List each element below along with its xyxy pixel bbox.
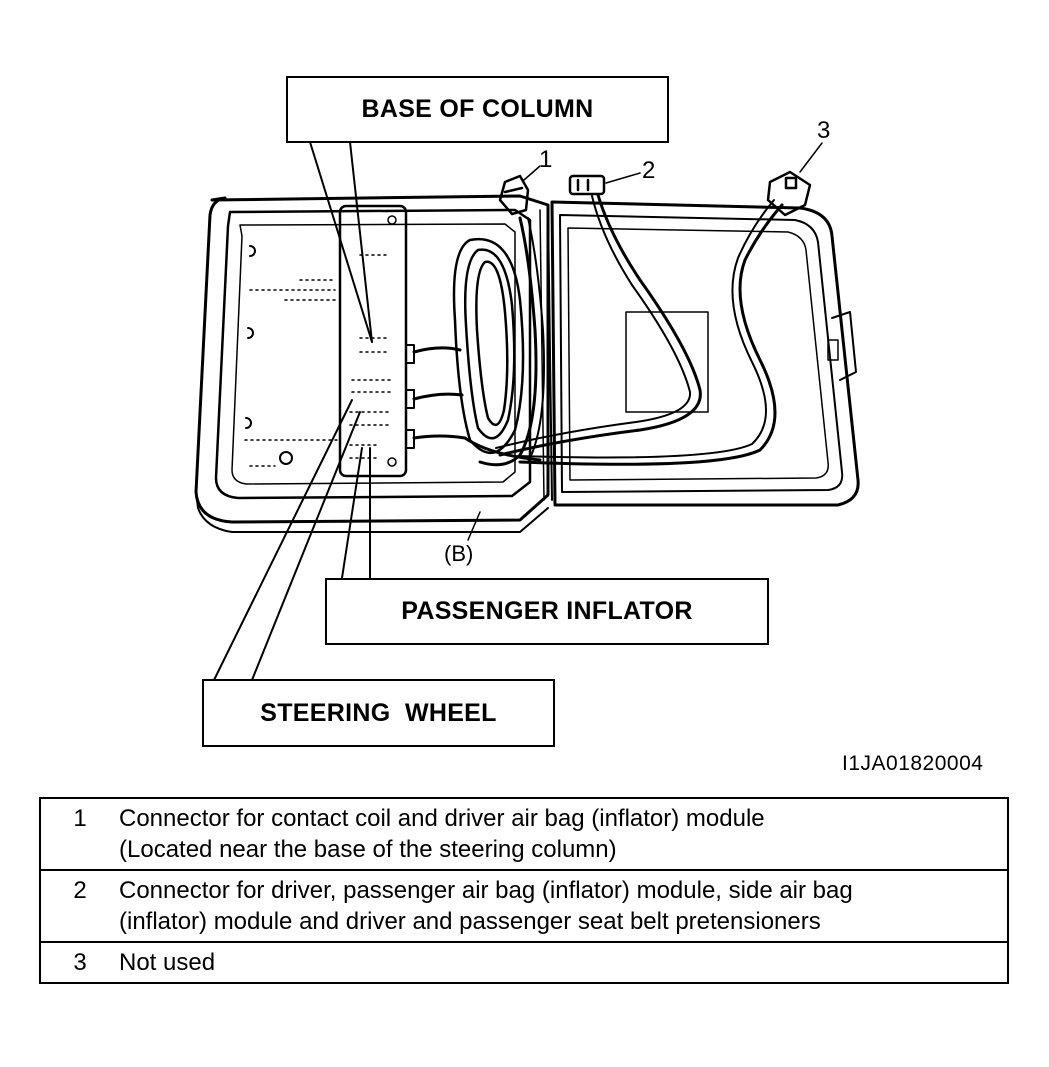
case-latch	[831, 311, 857, 381]
legend-row-3-number: 3	[40, 941, 119, 983]
legend-row-1-number: 1	[73, 805, 87, 832]
leader-base-of-column-b	[349, 141, 373, 343]
legend-row-3: 3 Not used	[40, 941, 1008, 983]
legend-row-2-number: 2	[40, 869, 119, 942]
cable-coil	[452, 237, 525, 455]
legend-table: 1 Connector for contact coil and driver …	[39, 797, 1009, 984]
case-right-half	[550, 200, 860, 507]
legend-row-1-line-2: (Located near the base of the steering c…	[119, 836, 617, 863]
leader-steering-wheel-a	[213, 399, 353, 681]
callout-base-of-column-text: BASE OF COLUMN	[361, 95, 594, 123]
leader-2	[605, 172, 641, 184]
leader-base-of-column-a	[309, 141, 373, 343]
label-plate	[625, 311, 709, 413]
callout-passenger-inflator: PASSENGER INFLATOR	[325, 578, 769, 645]
part-number-3: 3	[817, 117, 831, 144]
legend-row-3-line-1: Not used	[119, 949, 216, 976]
legend-row-2-line-1: Connector for driver, passenger air bag …	[119, 877, 853, 904]
legend-row-1: 1 Connector for contact coil and driver …	[40, 798, 1008, 870]
part-label-b: (B)	[444, 541, 474, 566]
legend-row-2: 2 Connector for driver, passenger air ba…	[40, 869, 1008, 942]
legend-row-1-description: Connector for contact coil and driver ai…	[119, 798, 1008, 870]
harness-case-illustration	[194, 141, 860, 681]
leader-3	[799, 142, 823, 173]
leader-1	[523, 165, 541, 181]
leader-steering-wheel-b	[251, 411, 361, 681]
callout-steering-wheel: STEERING WHEEL	[202, 679, 555, 747]
connector-board	[338, 204, 408, 478]
connector-3	[766, 170, 812, 217]
legend-row-2-line-2: (inflator) module and driver and passeng…	[119, 908, 821, 935]
callout-passenger-inflator-text: PASSENGER INFLATOR	[401, 597, 693, 625]
part-number-2: 2	[642, 157, 656, 184]
part-number-1: 1	[539, 146, 553, 173]
legend-row-3-description: Not used	[119, 941, 1008, 983]
callout-steering-wheel-text: STEERING WHEEL	[260, 698, 497, 727]
callout-base-of-column: BASE OF COLUMN	[286, 76, 669, 143]
connector-1	[498, 174, 530, 216]
leader-b	[467, 511, 481, 541]
figure-id: I1JA01820004	[842, 752, 984, 775]
legend-row-1-line-1: Connector for contact coil and driver ai…	[119, 805, 765, 832]
connector-2	[568, 174, 606, 196]
leader-passenger-inflator-a	[341, 447, 363, 579]
legend-row-2-description: Connector for driver, passenger air bag …	[119, 869, 1008, 942]
